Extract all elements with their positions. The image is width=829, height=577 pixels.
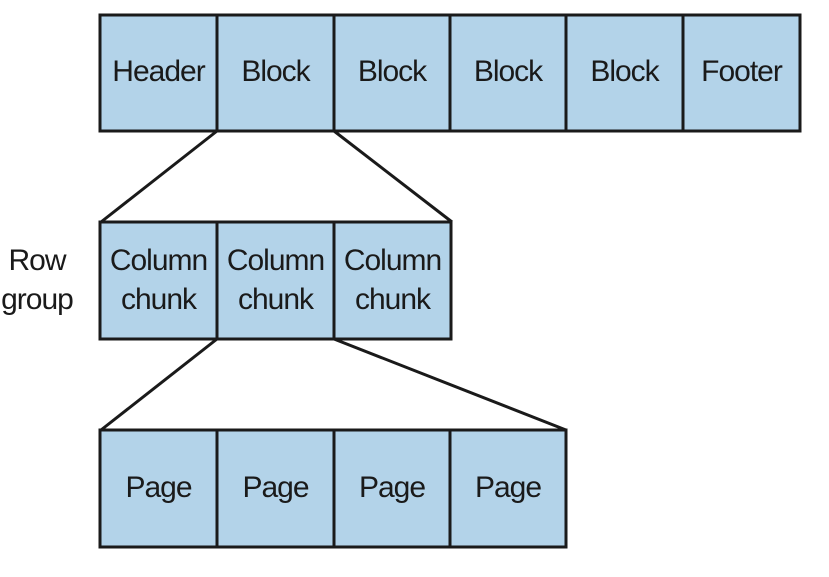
column-chunk-label-line2: chunk (121, 283, 198, 316)
page-cell: Page (332, 428, 452, 549)
column-chunk-cell: Column chunk (215, 220, 336, 341)
connector-chunk-right (333, 337, 567, 432)
page-cell: Page (98, 428, 219, 549)
file-cell-block: Block (332, 13, 452, 133)
file-cell-label: Block (590, 55, 660, 88)
file-cell-label: Block (358, 55, 428, 88)
file-cell-label: Block (474, 55, 544, 88)
page-label: Page (359, 471, 425, 504)
file-cell-block: Block (215, 13, 336, 133)
column-chunk-cell: Column chunk (98, 220, 219, 341)
connector-block-left (100, 129, 218, 224)
column-chunk-label-line1: Column (344, 244, 441, 277)
row-group-label: Row group (1, 244, 74, 316)
page-cell: Page (448, 428, 568, 549)
column-chunk-label-line1: Column (110, 244, 207, 277)
file-cell-block: Block (448, 13, 568, 133)
connector-chunk-left (100, 337, 218, 432)
file-cell-label: Header (112, 55, 205, 88)
column-chunk-label-line1: Column (227, 244, 324, 277)
column-chunk-label-line2: chunk (355, 283, 432, 316)
file-cell-label: Block (241, 55, 311, 88)
file-layout-row: Header Block Block Block Block Footer (98, 13, 802, 133)
file-cell-block: Block (564, 13, 685, 133)
file-cell-label: Footer (701, 55, 783, 88)
column-chunk-label-line2: chunk (238, 283, 315, 316)
file-cell-header: Header (98, 13, 219, 133)
page-label: Page (242, 471, 308, 504)
file-cell-footer: Footer (681, 13, 802, 133)
row-group-label-line2: group (1, 283, 73, 316)
row-group-label-line1: Row (8, 244, 66, 277)
row-group-row: Column chunk Column chunk Column chunk (98, 220, 453, 341)
pages-row: Page Page Page Page (98, 428, 568, 549)
column-chunk-cell: Column chunk (332, 220, 453, 341)
page-cell: Page (215, 428, 336, 549)
connector-block-right (333, 129, 453, 224)
page-label: Page (125, 471, 191, 504)
page-label: Page (475, 471, 541, 504)
